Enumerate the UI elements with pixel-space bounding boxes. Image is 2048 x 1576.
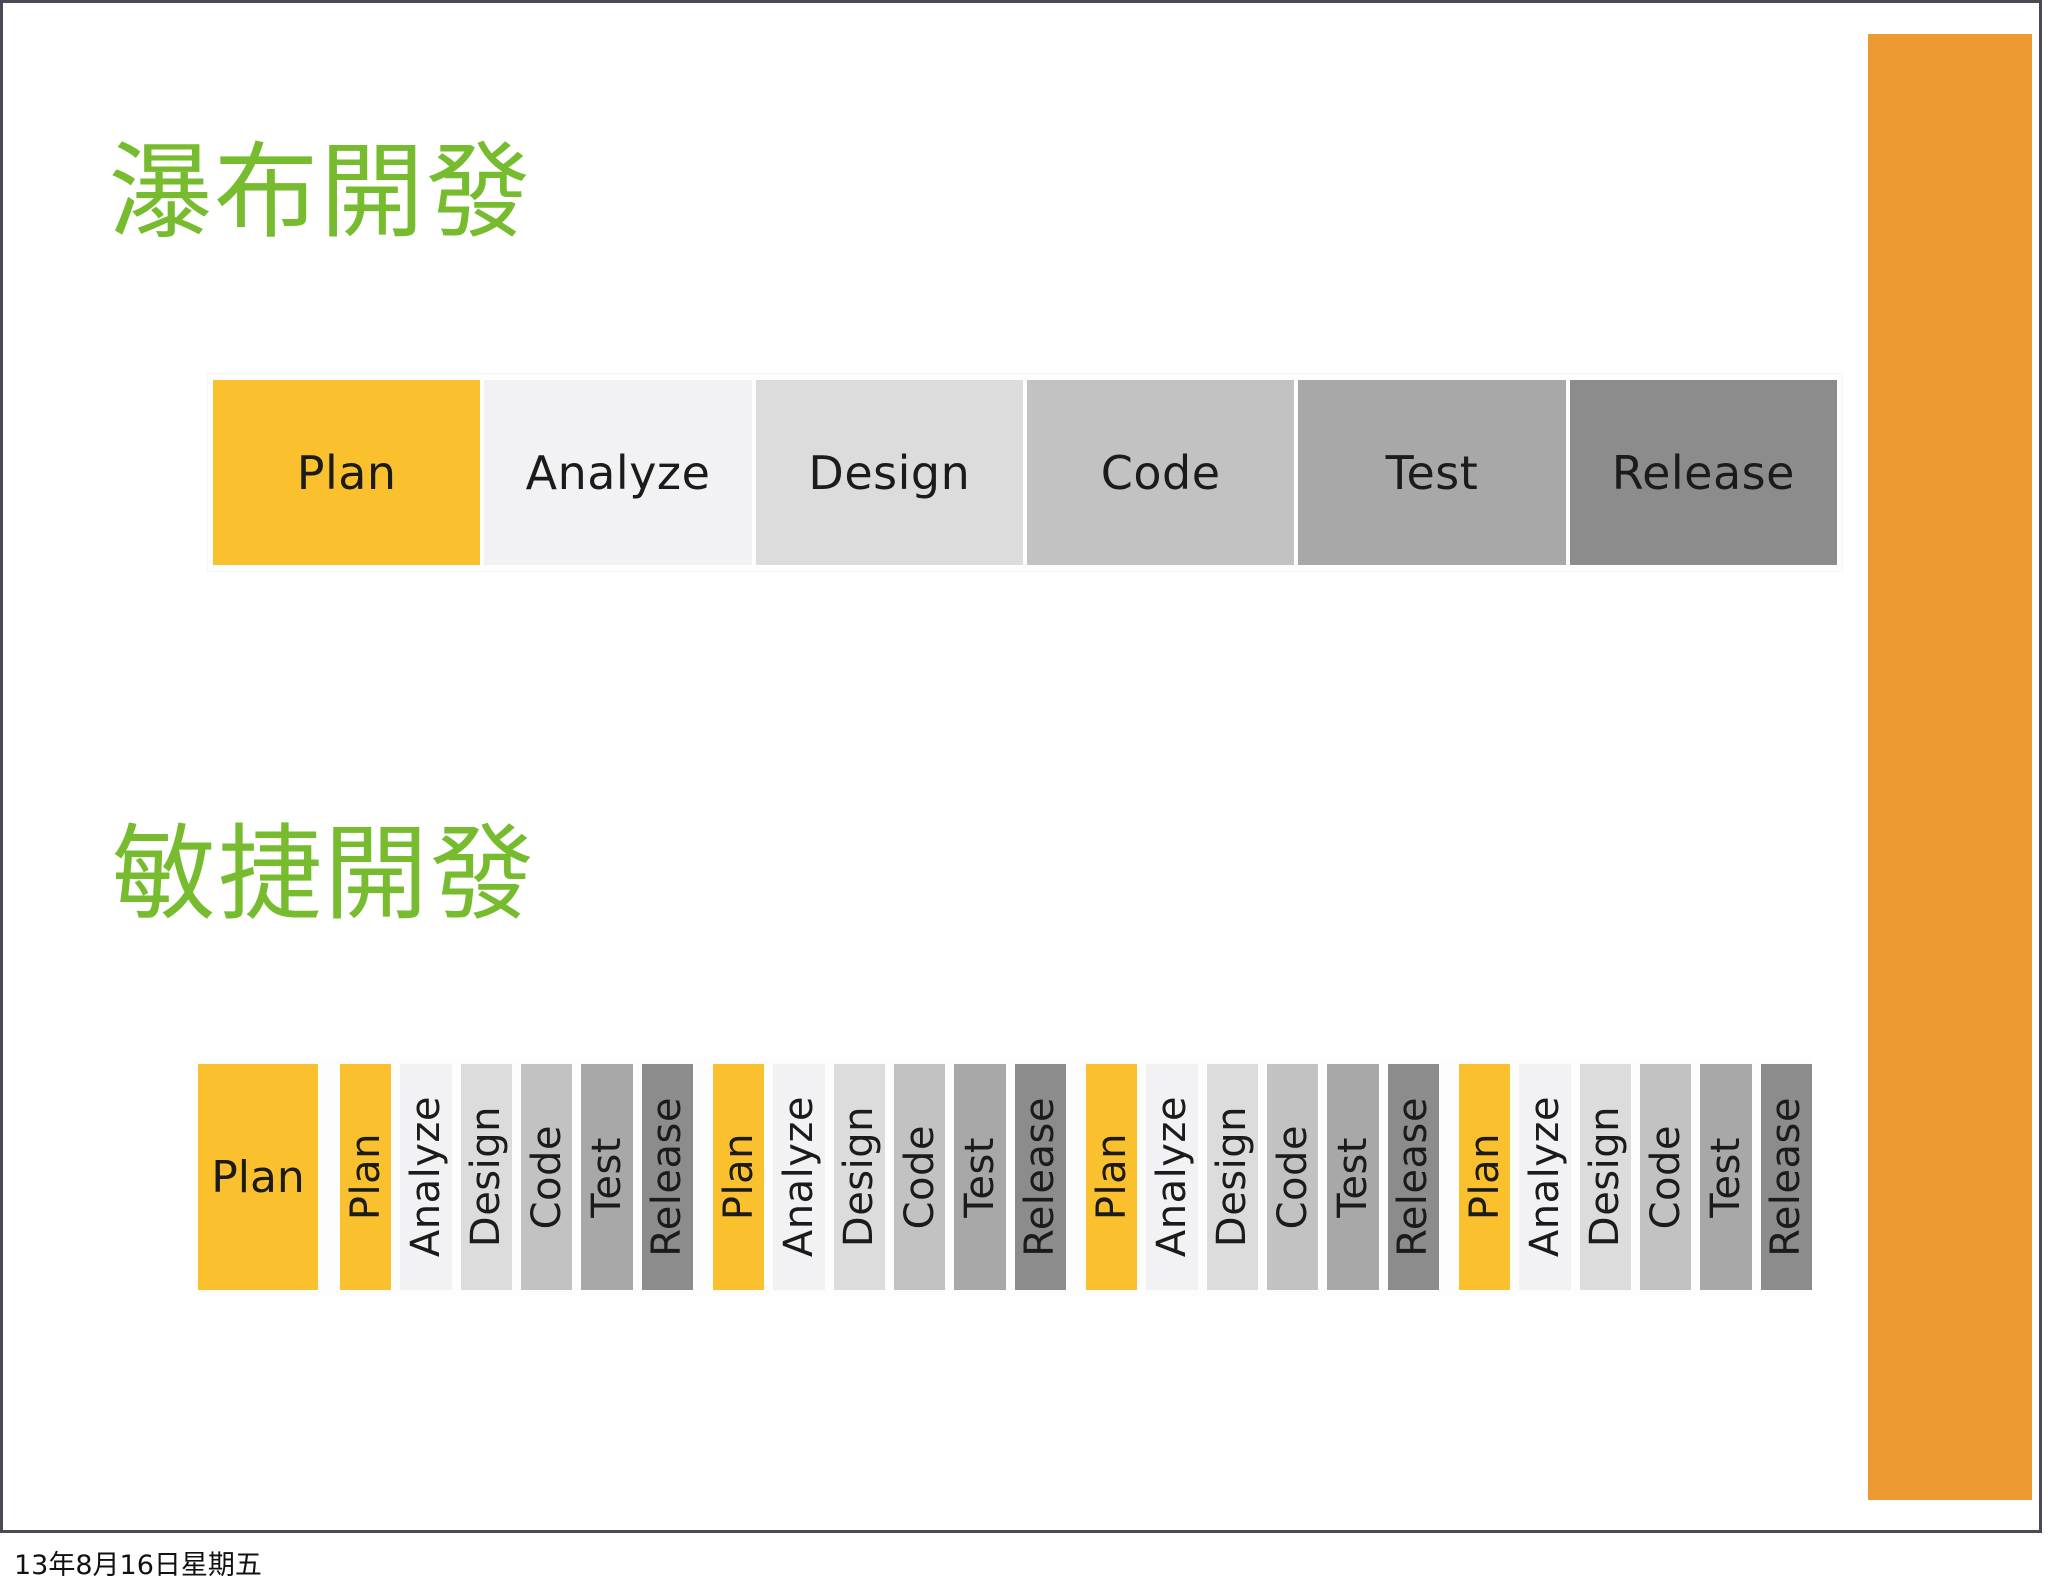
agile-phase-label: Release — [644, 1097, 691, 1257]
agile-phase-release: Release — [1014, 1064, 1066, 1290]
agile-iteration-2: Plan Analyze Design Code Test Release — [713, 1064, 1066, 1290]
agile-phase-code: Code — [1266, 1064, 1319, 1290]
agile-phase-label: Design — [836, 1106, 883, 1248]
agile-phase-release: Release — [641, 1064, 693, 1290]
waterfall-phase-label: Analyze — [525, 445, 711, 500]
agile-phase-design: Design — [460, 1064, 512, 1290]
agile-phase-test: Test — [1700, 1064, 1752, 1290]
agile-phase-code: Code — [893, 1064, 946, 1290]
waterfall-phase-label: Release — [1611, 445, 1795, 500]
agile-lead-label: Plan — [211, 1151, 305, 1203]
agile-phase-analyze: Analyze — [773, 1064, 825, 1290]
section-title-agile: 敏捷開發 — [112, 813, 537, 935]
agile-phase-label: Plan — [1461, 1133, 1508, 1221]
agile-phase-label: Release — [1390, 1097, 1437, 1257]
waterfall-phase-label: Test — [1385, 445, 1479, 500]
waterfall-phase-plan: Plan — [213, 380, 481, 565]
agile-phase-label: Plan — [342, 1133, 389, 1221]
agile-phase-label: Analyze — [1148, 1096, 1195, 1258]
agile-phase-label: Plan — [1088, 1133, 1135, 1221]
waterfall-phase-design: Design — [755, 380, 1023, 565]
waterfall-phase-test: Test — [1298, 380, 1566, 565]
agile-phase-label: Test — [956, 1136, 1003, 1218]
agile-phase-label: Design — [1582, 1106, 1629, 1248]
agile-iteration-4: Plan Analyze Design Code Test Release — [1459, 1064, 1812, 1290]
agile-phase-label: Code — [1642, 1124, 1689, 1230]
agile-phase-code: Code — [520, 1064, 573, 1290]
agile-lead-plan-block: Plan — [198, 1064, 318, 1290]
section-title-waterfall: 瀑布開發 — [108, 131, 533, 253]
agile-process-bar: Plan Plan Analyze Design Code Test Relea… — [198, 1058, 1812, 1296]
agile-phase-analyze: Analyze — [1519, 1064, 1571, 1290]
waterfall-phase-label: Design — [808, 445, 971, 500]
waterfall-phase-analyze: Analyze — [484, 380, 752, 565]
agile-phase-label: Plan — [715, 1133, 762, 1221]
agile-phase-release: Release — [1387, 1064, 1439, 1290]
agile-phase-label: Test — [583, 1136, 630, 1218]
agile-iteration-1: Plan Analyze Design Code Test Release — [340, 1064, 693, 1290]
agile-phase-label: Release — [1017, 1097, 1064, 1257]
agile-phase-label: Design — [1209, 1106, 1256, 1248]
agile-phase-label: Code — [896, 1124, 943, 1230]
agile-phase-plan: Plan — [1086, 1064, 1138, 1290]
waterfall-process-bar: Plan Analyze Design Code Test Release — [208, 374, 1842, 571]
agile-phase-analyze: Analyze — [1146, 1064, 1198, 1290]
agile-phase-test: Test — [581, 1064, 633, 1290]
waterfall-phase-label: Plan — [296, 445, 397, 500]
agile-phase-label: Analyze — [775, 1096, 822, 1258]
agile-phase-label: Code — [1269, 1124, 1316, 1230]
agile-phase-analyze: Analyze — [400, 1064, 452, 1290]
agile-phase-label: Analyze — [402, 1096, 449, 1258]
agile-phase-test: Test — [954, 1064, 1006, 1290]
agile-phase-design: Design — [1579, 1064, 1631, 1290]
agile-phase-label: Release — [1763, 1097, 1810, 1257]
agile-phase-label: Design — [463, 1106, 510, 1248]
footer-date: 13年8月16日星期五 — [14, 1550, 262, 1576]
agile-phase-release: Release — [1760, 1064, 1812, 1290]
agile-phase-design: Design — [833, 1064, 885, 1290]
waterfall-phase-code: Code — [1026, 380, 1295, 565]
agile-iteration-3: Plan Analyze Design Code Test Release — [1086, 1064, 1439, 1290]
agile-phase-design: Design — [1206, 1064, 1258, 1290]
agile-phase-plan: Plan — [340, 1064, 392, 1290]
agile-phase-code: Code — [1639, 1064, 1692, 1290]
agile-phase-label: Test — [1329, 1136, 1376, 1218]
waterfall-phase-label: Code — [1100, 445, 1221, 500]
agile-phase-label: Analyze — [1521, 1096, 1568, 1258]
accent-band-orange — [1868, 34, 2032, 1500]
agile-phase-label: Code — [523, 1124, 570, 1230]
agile-phase-label: Test — [1702, 1136, 1749, 1218]
agile-phase-test: Test — [1327, 1064, 1379, 1290]
agile-phase-plan: Plan — [1459, 1064, 1511, 1290]
waterfall-phase-release: Release — [1569, 380, 1837, 565]
agile-phase-plan: Plan — [713, 1064, 765, 1290]
